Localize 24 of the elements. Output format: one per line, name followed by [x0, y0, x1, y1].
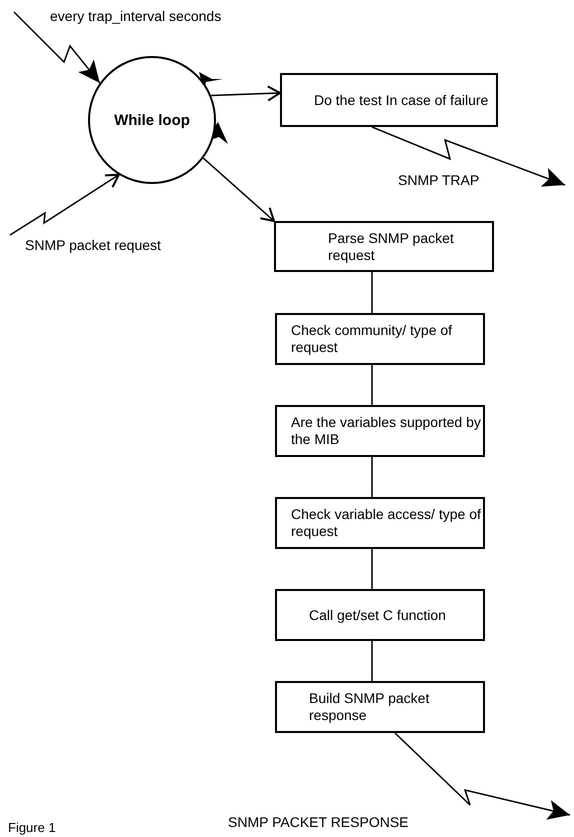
process-box — [280, 73, 498, 127]
edge-label: every trap_interval seconds — [50, 8, 222, 25]
node-text: Check variable access/ type of request — [291, 506, 482, 540]
arrow — [10, 174, 120, 236]
arrow — [372, 126, 566, 187]
arrow — [202, 158, 275, 222]
edge-label: SNMP packet request — [25, 237, 161, 254]
process-box — [275, 681, 485, 733]
arrow — [394, 732, 570, 820]
node-text: Call get/set C function — [309, 606, 446, 624]
node-text: Do the test In case of failure — [314, 92, 488, 108]
figure-caption: Figure 1 — [8, 819, 56, 837]
process-box — [275, 497, 485, 549]
node-text: Are the variables supported by the MIB — [291, 414, 482, 448]
node-text: Check community/ type of request — [291, 322, 454, 356]
process-box — [275, 589, 485, 641]
process-box — [274, 221, 494, 272]
process-box — [275, 405, 485, 457]
arrow — [211, 85, 281, 102]
process-box — [275, 313, 485, 365]
node-text: Build SNMP packet response — [309, 690, 430, 724]
node-text: While loop — [114, 112, 190, 128]
node-text: Parse SNMP packet request — [328, 230, 455, 264]
arrow — [13, 11, 100, 84]
